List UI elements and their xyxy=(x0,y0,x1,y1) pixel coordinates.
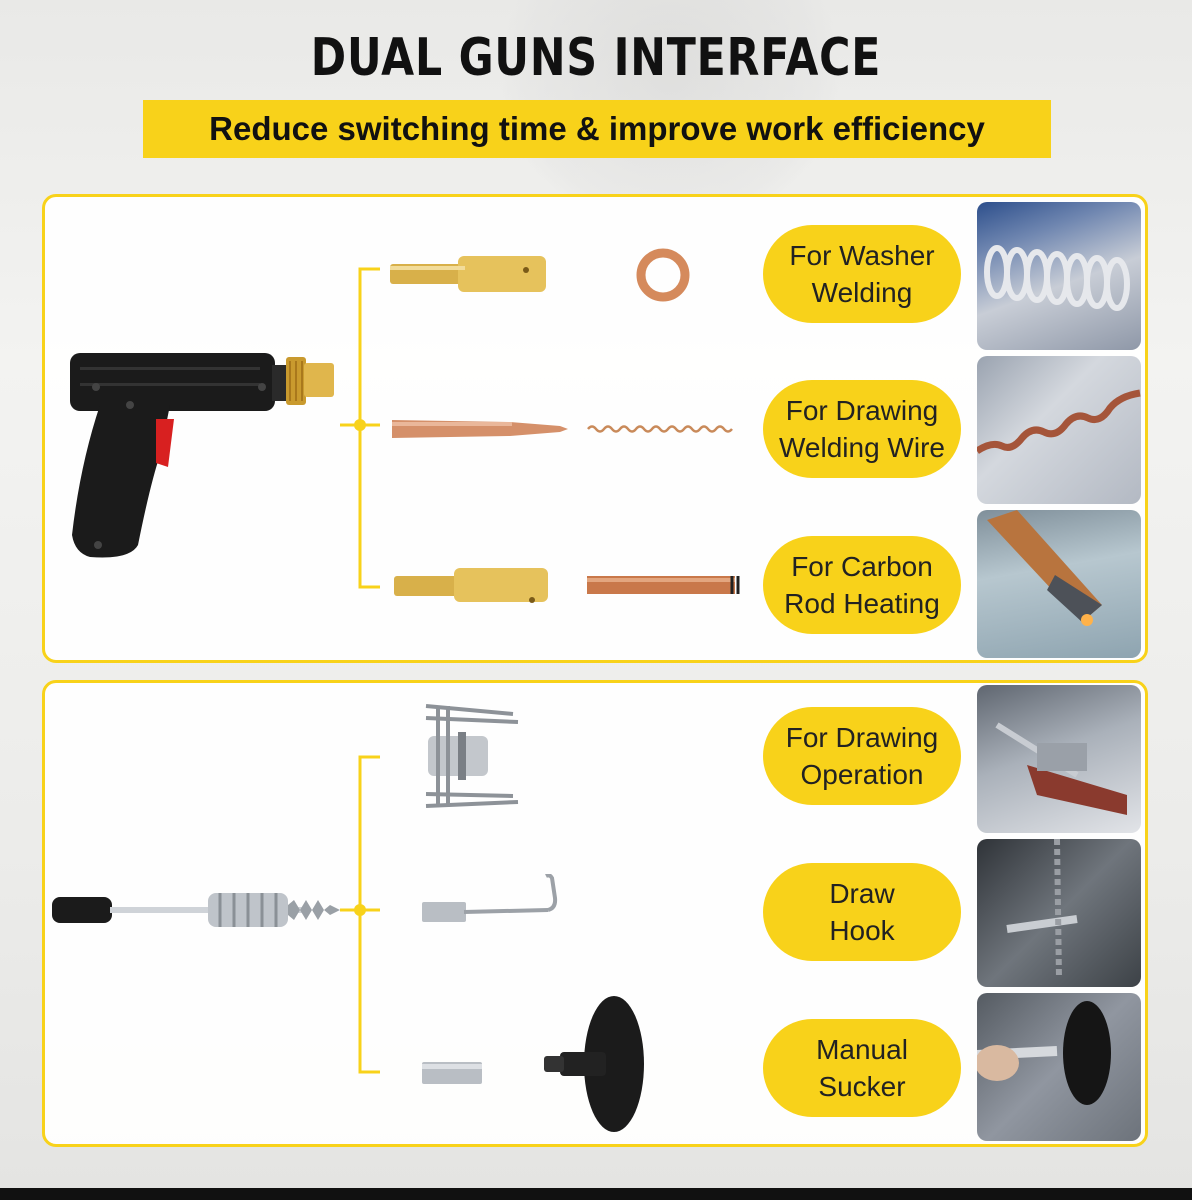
page-title: DUAL GUNS INTERFACE xyxy=(310,28,882,88)
suction-cup-image xyxy=(544,996,644,1132)
copper-washer-image xyxy=(636,248,690,302)
photo-drawing-welding-wire xyxy=(977,356,1141,504)
photo-draw-hook xyxy=(977,839,1141,987)
draw-hook-image xyxy=(422,874,558,922)
use-label-drawing-welding-wire: For Drawing Welding Wire xyxy=(763,380,961,478)
use-label-manual-sucker: Manual Sucker xyxy=(763,1019,961,1117)
bottom-edge-bar xyxy=(0,1188,1192,1200)
subtitle-banner: Reduce switching time & improve work eff… xyxy=(143,100,1051,158)
top-connector-bracket xyxy=(340,267,380,589)
carbon-rod-electrode-image xyxy=(394,568,740,603)
use-label-carbon-rod-heating: For Carbon Rod Heating xyxy=(763,536,961,634)
photo-washer-welding xyxy=(977,202,1141,350)
washer-electrode-image xyxy=(390,256,546,292)
photo-manual-sucker xyxy=(977,993,1141,1141)
welding-gun-image xyxy=(70,353,334,558)
wire-electrode-image xyxy=(392,420,733,438)
use-label-washer-welding: For Washer Welding xyxy=(763,225,961,323)
slide-hammer-image xyxy=(52,893,340,927)
use-label-drawing-operation: For Drawing Operation xyxy=(763,707,961,805)
use-label-draw-hook: Draw Hook xyxy=(763,863,961,961)
photo-drawing-operation xyxy=(977,685,1141,833)
bottom-connector-bracket xyxy=(340,755,380,1074)
photo-carbon-rod-heating xyxy=(977,510,1141,658)
subtitle-text: Reduce switching time & improve work eff… xyxy=(209,110,985,147)
sucker-adapter-image xyxy=(422,1062,482,1084)
claw-puller-image xyxy=(425,704,519,808)
